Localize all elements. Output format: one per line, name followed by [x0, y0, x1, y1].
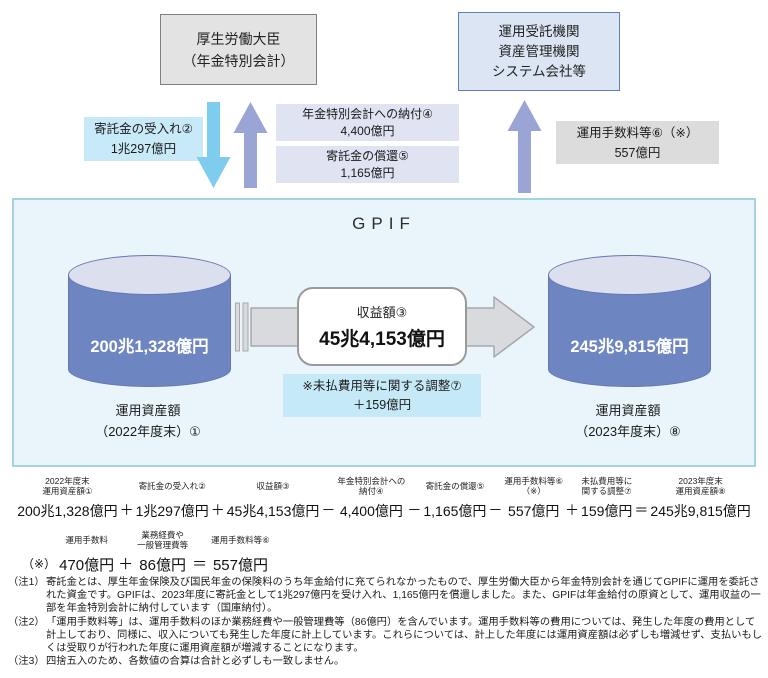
- deposit-in-value: 1兆297億円: [110, 142, 177, 156]
- assets-2023-cylinder: 245兆9,815億円: [548, 255, 711, 395]
- equation-term-value: 245兆9,815億円: [650, 503, 751, 519]
- footnote-3-marker: （注3）: [8, 656, 45, 668]
- equation-term-value: 557億円: [508, 503, 560, 519]
- assets-2023-value: 245兆9,815億円: [570, 338, 689, 356]
- mhlw-box-line2: （年金特別会計）: [182, 52, 295, 69]
- fee-term-value: 86億円: [139, 557, 186, 574]
- payment-up-arrow-icon: [233, 102, 268, 188]
- income-label: 収益額③: [356, 305, 408, 320]
- adjustment-box: ※未払費用等に関する調整⑦ ＋159億円: [283, 374, 481, 417]
- fees-label: 運用手数料等⑥（※） 557億円: [556, 121, 719, 164]
- footnote-3-text: 四捨五入のため、各数値の合算は合計と必ずしも一致しません。: [46, 656, 345, 668]
- deposit-in-title: 寄託金の受入れ②: [94, 122, 193, 136]
- payment-value: 4,400億円: [340, 123, 395, 138]
- equation-term: 2023年度末 運用資産額⑧ 245兆9,815億円: [650, 473, 750, 521]
- trustee-box-line2: 資産管理機関: [498, 43, 580, 59]
- redemption-title: 寄託金の償還⑤: [326, 148, 409, 163]
- mhlw-box: 厚生労働大臣 （年金特別会計）: [160, 14, 317, 85]
- adjustment-line2: ＋159億円: [352, 397, 412, 412]
- trustee-box-line3: システム会社等: [491, 63, 587, 79]
- payment-title: 年金特別会計への納付④: [302, 106, 433, 121]
- equation-term-value: 1,165億円: [423, 503, 487, 519]
- fee-operator: ＝: [192, 556, 208, 573]
- footnote-1: （注1） 寄託金とは、厚生年金保険及び国民年金の保険料のうち年金給付に充てられな…: [8, 576, 764, 616]
- equation-operator: ＋: [565, 502, 580, 518]
- footnote-3: （注3） 四捨五入のため、各数値の合算は合計と必ずしも一致しません。: [8, 655, 764, 668]
- assets-2022-cylinder: 200兆1,328億円: [68, 255, 231, 395]
- trustee-box: 運用受託機関 資産管理機関 システム会社等: [458, 12, 620, 91]
- equation-operator: －: [488, 502, 503, 518]
- assets-2023-caption-line2: （2023年度末）⑧: [575, 424, 681, 439]
- footnote-2: （注2） 「運用手数料等」は、運用手数料のほか業務経費や一般管理費等（86億円）…: [8, 616, 764, 656]
- fees-title: 運用手数料等⑥（※）: [576, 125, 699, 140]
- assets-2022-caption-line2: （2022年度末）①: [95, 424, 201, 439]
- equation-term: 寄託金の償還⑤ 1,165億円: [423, 473, 486, 521]
- redemption-value: 1,165億円: [340, 165, 395, 180]
- assets-2022-value: 200兆1,328億円: [90, 338, 209, 356]
- fee-term-label: 運用手数料等⑥: [211, 534, 270, 545]
- assets-2022-caption: 運用資産額 （2022年度末）①: [48, 400, 248, 442]
- cylinder-top: [68, 255, 231, 295]
- equation-term-label: 運用手数料等⑥ （※）: [504, 475, 564, 497]
- fee-term: 運用手数料 470億円: [59, 528, 114, 575]
- adjustment-line1: ※未払費用等に関する調整⑦: [302, 378, 462, 393]
- footnotes: （注1） 寄託金とは、厚生年金保険及び国民年金の保険料のうち年金給付に充てられな…: [8, 576, 764, 668]
- equation-term-label: 寄託金の償還⑤: [425, 480, 485, 491]
- main-equation: 2022年度末 運用資産額① 200兆1,328億円 ＋ 寄託金の受入れ② 1兆…: [10, 473, 758, 521]
- assets-2023-caption-line1: 運用資産額: [595, 403, 661, 418]
- income-value: 45兆4,153億円: [319, 329, 445, 350]
- equation-term-label: 収益額③: [256, 480, 290, 491]
- equation-term-value: 159億円: [581, 503, 633, 519]
- equation-term-value: 4,400億円: [339, 503, 403, 519]
- equation-term: 年金特別会計への 納付④ 4,400億円: [337, 473, 405, 521]
- equation-term-value: 200兆1,328億円: [17, 503, 118, 519]
- footnote-2-marker: （注2）: [8, 616, 45, 628]
- assets-2023-caption: 運用資産額 （2023年度末）⑧: [528, 400, 728, 442]
- equation-term: 2022年度末 運用資産額① 200兆1,328億円: [17, 473, 117, 521]
- fee-equation-prefix: （※）: [22, 557, 57, 571]
- fee-term: 業務経費や 一般管理費等 86億円: [137, 528, 188, 575]
- income-box: 収益額③ 45兆4,153億円: [297, 287, 467, 366]
- fee-term-label: 運用手数料: [65, 534, 108, 545]
- equation-term-label: 寄託金の受入れ②: [138, 480, 206, 491]
- equation-term-value: 1兆297億円: [135, 503, 209, 519]
- fee-equation: （※） 運用手数料 470億円 ＋ 業務経費や 一般管理費等 86億円 ＝ 運用…: [22, 528, 270, 575]
- fee-term-value: 557億円: [212, 557, 268, 574]
- mhlw-box-line1: 厚生労働大臣: [196, 30, 281, 47]
- payment-label: 年金特別会計への納付④ 4,400億円: [276, 104, 459, 141]
- deposit-in-label: 寄託金の受入れ② 1兆297億円: [84, 117, 203, 161]
- deposit-down-arrow-icon: [196, 102, 231, 188]
- equation-term: 寄託金の受入れ② 1兆297億円: [136, 473, 209, 521]
- equation-operator: －: [321, 502, 336, 518]
- equation-term-value: 45兆4,153億円: [226, 503, 320, 519]
- equation-term-label: 未払費用等に 関する調整⑦: [581, 475, 633, 497]
- equation-operator: －: [407, 502, 422, 518]
- equation-operator: ＝: [634, 502, 649, 518]
- redemption-label: 寄託金の償還⑤ 1,165億円: [276, 146, 459, 183]
- equation-term-label: 2022年度末 運用資産額①: [42, 475, 93, 497]
- fee-term-label: 業務経費や 一般管理費等: [137, 529, 189, 551]
- footnote-2-text: 「運用手数料等」は、運用手数料のほか業務経費や一般管理費等（86億円）を含んでい…: [46, 616, 763, 655]
- fee-term: 運用手数料等⑥ 557億円: [211, 528, 270, 575]
- equation-term-label: 2023年度末 運用資産額⑧: [675, 475, 726, 497]
- fees-value: 557億円: [614, 145, 661, 160]
- trustee-box-line1: 運用受託機関: [498, 23, 580, 39]
- equation-term-label: 年金特別会計への 納付④: [337, 475, 406, 497]
- equation-term: 未払費用等に 関する調整⑦ 159億円: [581, 473, 632, 521]
- fee-operator: ＋: [118, 556, 134, 573]
- equation-operator: ＋: [210, 502, 225, 518]
- equation-operator: ＋: [119, 502, 134, 518]
- assets-2022-caption-line1: 運用資産額: [115, 403, 181, 418]
- footnote-1-marker: （注1）: [8, 577, 45, 588]
- fee-term-value: 470億円: [59, 557, 115, 574]
- fees-up-arrow-icon: [507, 100, 542, 193]
- equation-term: 運用手数料等⑥ （※） 557億円: [504, 473, 563, 521]
- cylinder-top: [548, 255, 711, 295]
- equation-term: 収益額③ 45兆4,153億円: [227, 473, 320, 521]
- gpif-title: GPIF: [352, 214, 416, 233]
- footnote-1-text: 寄託金とは、厚生年金保険及び国民年金の保険料のうち年金給付に充てられなかったもの…: [46, 577, 761, 615]
